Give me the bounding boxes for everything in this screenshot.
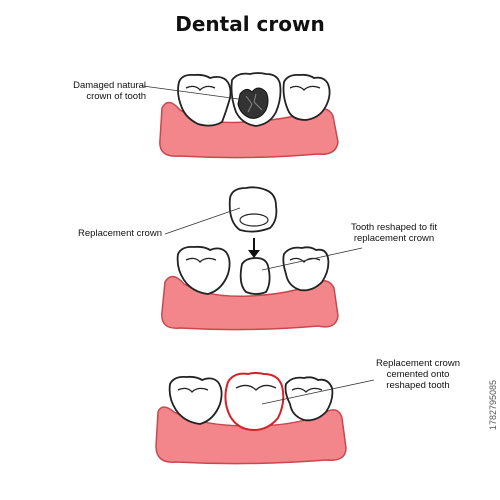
label-damaged-crown: Damaged natural crown of tooth	[73, 80, 146, 102]
label-replacement-crown: Replacement crown	[78, 228, 162, 239]
label-tooth-reshaped: Tooth reshaped to fit replacement crown	[350, 222, 438, 244]
leader-line-replacement	[164, 207, 241, 235]
label-crown-cemented: Replacement crown cemented onto reshaped…	[376, 358, 460, 391]
tooth-crowned	[224, 372, 285, 432]
decay-icon	[237, 87, 269, 119]
stage-reshaped	[161, 186, 363, 331]
stage-damaged	[142, 72, 339, 159]
page-title: Dental crown	[175, 12, 325, 36]
tooth-reshaped-stub	[239, 257, 271, 295]
leader-line-reshaped	[261, 247, 363, 271]
leader-line-damaged	[142, 85, 247, 101]
leader-line-cemented	[261, 379, 375, 405]
stage-cemented	[155, 372, 375, 465]
stock-id: 1782795085	[488, 380, 498, 431]
